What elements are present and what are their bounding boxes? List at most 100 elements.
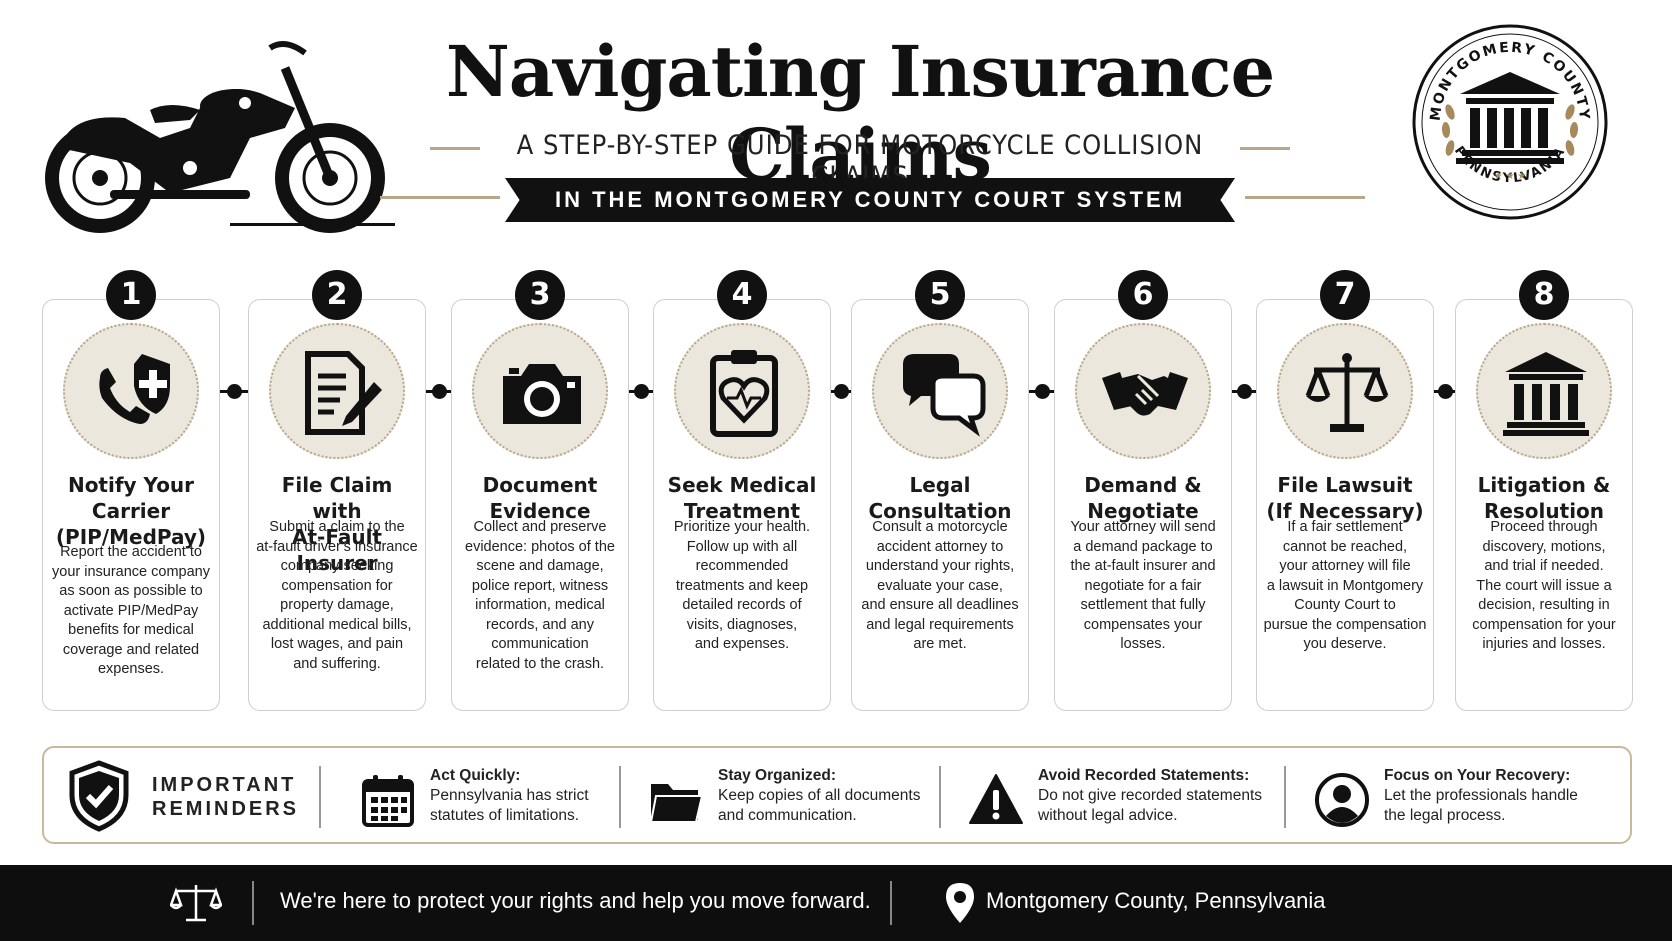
reminder-line: without legal advice. (1038, 807, 1178, 824)
step-description-line: The court will issue a (1476, 577, 1612, 594)
step-description-line: lost wages, and pain (270, 636, 404, 652)
step-description-line: Prioritize your health. (673, 519, 811, 535)
step-description-line: accident attorney to (876, 538, 1004, 555)
step-title-line: Resolution (1483, 499, 1605, 523)
step-description-line: and trial if needed. (1484, 558, 1604, 574)
step-description-line: benefits for medical (68, 622, 194, 638)
reminder-text: Avoid Recorded Statements: Do not give r… (1038, 766, 1328, 826)
step-description-line: Report the accident to (60, 544, 202, 560)
step-title: Demand &Negotiate (1061, 472, 1225, 524)
step-title-line: Litigation & (1477, 473, 1611, 497)
calendar-icon (362, 775, 414, 827)
court-system-banner: IN THE MONTGOMERY COUNTY COURT SYSTEM (505, 178, 1235, 222)
step-description-line: visits, diagnoses, (686, 616, 798, 633)
step-description-line: communication (491, 636, 589, 652)
footer-divider (890, 881, 892, 925)
connector-dot (432, 384, 447, 399)
step-title-line: Carrier (91, 499, 171, 523)
subtitle-row: A STEP-BY-STEP GUIDE FOR MOTORCYCLE COLL… (430, 128, 1290, 192)
step-icon-circle (674, 323, 810, 459)
step-title-line: Legal (909, 473, 971, 497)
step-description-line: scene and damage, (476, 558, 604, 574)
step-description-line: Collect and preserve (473, 519, 607, 535)
step-title-line: (If Necessary) (1266, 499, 1424, 523)
footer-divider (252, 881, 254, 925)
step-description-line: and suffering. (293, 655, 381, 672)
scales-icon (1305, 353, 1389, 432)
step-description-line: as soon as possible to (59, 583, 203, 599)
step-description-line: County Court to (1294, 597, 1396, 613)
step-number: 5 (915, 270, 965, 320)
step-description-line: coverage and related (62, 641, 200, 658)
step-icon-circle (63, 323, 199, 459)
step-description-line: property damage, (280, 597, 394, 613)
step-description: Prioritize your health. Follow up with al… (660, 518, 824, 655)
step-description-line: records, and any (485, 616, 594, 633)
step-description-line: you deserve. (1303, 636, 1387, 652)
step-description-line: and expenses. (694, 636, 790, 652)
connector-dot (1438, 384, 1453, 399)
seal-stars: ★ ★ ★ (1494, 171, 1526, 182)
step-icon-circle (1476, 323, 1612, 459)
motorcycle-illustration (45, 41, 395, 233)
step-description-line: your attorney will file (1279, 558, 1411, 574)
reminder-line: the legal process. (1384, 807, 1506, 824)
step-description-line: and ensure all deadlines (861, 597, 1019, 613)
reminder-line: and communication. (718, 807, 857, 824)
connector-dot (1237, 384, 1252, 399)
step-description-line: evaluate your case, (877, 577, 1003, 594)
connector-dot (227, 384, 242, 399)
reminder-text: Act Quickly: Pennsylvania has strict sta… (430, 766, 700, 826)
step-number: 3 (515, 270, 565, 320)
subtitle-rule-left (430, 147, 480, 150)
subtitle: A STEP-BY-STEP GUIDE FOR MOTORCYCLE COLL… (516, 130, 1204, 192)
step-description-line: recommended (695, 558, 789, 574)
step-description-line: Follow up with all (686, 538, 798, 555)
step-description-line: a lawsuit in Montgomery (1266, 577, 1424, 594)
folder-icon (649, 784, 704, 823)
step-title-line: Treatment (683, 499, 801, 523)
step-title-line: Consultation (868, 499, 1012, 523)
step-number: 1 (106, 270, 156, 320)
step-title-line: At-Fault Insurer (292, 525, 382, 575)
reminder-heading: Focus on Your Recovery: (1384, 767, 1571, 784)
step-description-line: are met. (913, 636, 967, 652)
reminder-line: Keep copies of all documents (718, 787, 921, 804)
step-title-line: Document (482, 473, 598, 497)
step-description-line: and legal requirements (866, 616, 1014, 633)
connector-dot (634, 384, 649, 399)
step-title-line: File Lawsuit (1277, 473, 1413, 497)
divider (619, 766, 621, 828)
step-description-line: expenses. (97, 661, 165, 677)
step-description-line: detailed records of (682, 597, 802, 613)
step-icon-circle (472, 323, 608, 459)
speech-bubbles-icon (903, 354, 986, 437)
banner-rule-right (1245, 196, 1365, 199)
reminder-line: Let the professionals handle (1384, 787, 1578, 804)
reminder-text: Focus on Your Recovery: Let the professi… (1384, 766, 1654, 826)
step-description-line: a demand package to (1073, 538, 1213, 555)
subtitle-rule-right (1240, 147, 1290, 150)
location-pin-icon (946, 883, 974, 923)
step-description-line: negotiate for a fair (1084, 577, 1202, 594)
step-description-line: your insurance company (52, 563, 210, 580)
step-title-line: (PIP/MedPay) (55, 525, 207, 549)
step-description-line: at-fault driver's insurance (256, 538, 418, 555)
reminders-title-line: IMPORTANT (152, 774, 297, 796)
step-title-line: Notify Your (67, 473, 195, 497)
step-number: 7 (1320, 270, 1370, 320)
step-description-line: decision, resulting in (1478, 597, 1610, 613)
step-description: Report the accident to your insurance com… (49, 543, 213, 680)
step-title-line: File Claim with (281, 473, 393, 523)
divider (319, 766, 321, 828)
step-description-line: losses. (1120, 636, 1166, 652)
step-title-line: Evidence (489, 499, 591, 523)
